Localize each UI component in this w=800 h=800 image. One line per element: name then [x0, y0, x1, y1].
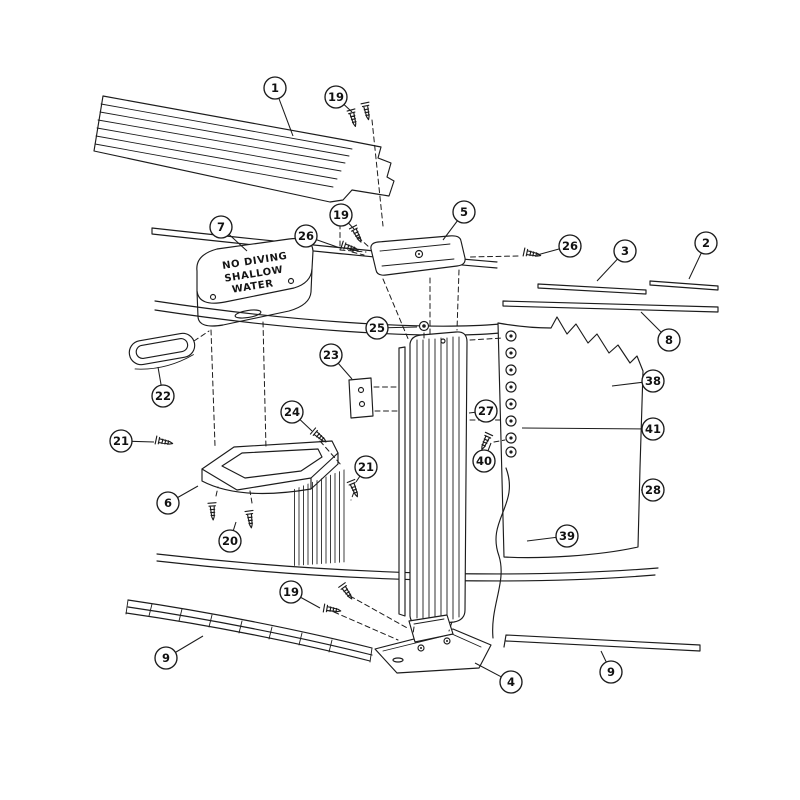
svg-text:41: 41	[645, 422, 661, 436]
screw-21-mid	[346, 478, 362, 499]
svg-text:27: 27	[478, 404, 494, 418]
hanging-cord	[492, 467, 511, 639]
callout-25: 25	[365, 316, 418, 340]
callout-19: 19	[329, 203, 355, 230]
screw-20-b	[244, 509, 256, 529]
svg-text:26: 26	[562, 239, 578, 253]
bottom-rail-straight	[503, 634, 701, 652]
callout-2: 2	[688, 231, 718, 280]
callout-38: 38	[611, 369, 665, 393]
screw-20-a	[207, 502, 218, 521]
callout-40: 40	[472, 442, 496, 473]
callout-5: 5	[442, 200, 476, 241]
callout-26: 26	[294, 224, 341, 249]
screw-19-bottom-b	[338, 582, 356, 602]
svg-text:23: 23	[323, 348, 339, 362]
svg-text:21: 21	[358, 460, 374, 474]
screw-19-mid	[348, 224, 366, 245]
svg-text:22: 22	[155, 389, 171, 403]
svg-text:4: 4	[507, 675, 515, 689]
callout-28: 28	[641, 478, 665, 502]
svg-text:20: 20	[222, 534, 238, 548]
callout-1: 1	[263, 76, 294, 137]
callout-4: 4	[474, 662, 523, 694]
upright-post	[398, 331, 468, 626]
wall-torn-edge	[497, 316, 644, 559]
base-plate	[374, 614, 492, 674]
svg-text:21: 21	[113, 434, 129, 448]
callout-21: 21	[109, 429, 155, 453]
svg-text:40: 40	[476, 454, 492, 468]
svg-text:9: 9	[162, 651, 170, 665]
pool-bottom-edge-curves	[156, 553, 659, 582]
spacer-plate	[348, 377, 374, 419]
svg-text:1: 1	[271, 81, 279, 95]
svg-text:25: 25	[369, 321, 385, 335]
nut	[418, 320, 430, 332]
ledge-cover: NO DIVING SHALLOW WATER	[196, 237, 314, 327]
screw-26-right	[522, 247, 543, 261]
top-rail-coping	[93, 95, 395, 203]
callout-8: 8	[640, 311, 681, 352]
svg-text:39: 39	[559, 529, 575, 543]
screw-21-left	[154, 435, 175, 449]
callout-39: 39	[526, 524, 579, 548]
callout-3: 3	[596, 239, 637, 282]
callout-19: 19	[324, 85, 353, 113]
callout-22: 22	[151, 366, 175, 408]
svg-text:5: 5	[460, 205, 468, 219]
callout-27: 27	[468, 399, 498, 423]
callout-9: 9	[599, 650, 623, 684]
svg-text:19: 19	[328, 90, 344, 104]
svg-text:3: 3	[621, 244, 629, 258]
svg-text:24: 24	[284, 405, 300, 419]
assembly-dashed-lines	[193, 119, 519, 641]
svg-text:9: 9	[607, 665, 615, 679]
pool-wall-panel	[497, 316, 644, 559]
callout-24: 24	[280, 400, 313, 432]
svg-text:28: 28	[645, 483, 661, 497]
svg-text:7: 7	[217, 220, 225, 234]
end-cap-oval	[128, 332, 196, 370]
svg-text:26: 26	[298, 229, 314, 243]
screw-19-top-b	[360, 101, 374, 122]
svg-text:2: 2	[702, 236, 710, 250]
wall-hatch-patch	[292, 468, 348, 566]
svg-text:8: 8	[665, 333, 673, 347]
callout-7: 7	[209, 215, 248, 252]
callout-26: 26	[536, 234, 582, 258]
callout-20: 20	[218, 521, 242, 553]
callout-6: 6	[156, 485, 199, 515]
svg-text:38: 38	[645, 374, 661, 388]
callout-41: 41	[521, 417, 665, 441]
callout-23: 23	[319, 343, 353, 380]
callout-9: 9	[154, 635, 204, 670]
top-rails-right	[502, 280, 719, 313]
pool-top-edge-curves	[154, 300, 501, 336]
svg-text:19: 19	[333, 208, 349, 222]
screw-19-bottom-a	[322, 603, 343, 616]
screw-19-top-a	[346, 108, 360, 129]
seat-bracket	[201, 440, 339, 495]
svg-text:6: 6	[164, 496, 172, 510]
callout-21: 21	[354, 455, 378, 483]
bottom-rail-curved	[125, 599, 373, 663]
screw-40	[477, 431, 494, 452]
ledge-plate	[370, 235, 466, 276]
callout-19: 19	[279, 580, 321, 609]
svg-text:19: 19	[283, 585, 299, 599]
